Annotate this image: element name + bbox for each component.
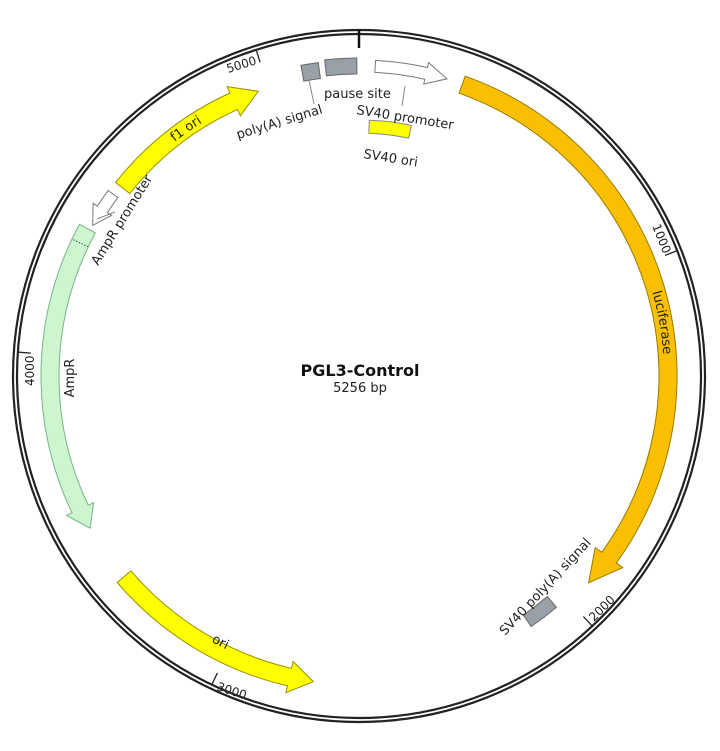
polyA-signal-label: poly(A) signal	[235, 102, 325, 142]
tick-5000	[255, 50, 261, 63]
pause-site-feature[interactable]	[324, 57, 358, 77]
tick-label-2000: 2000	[586, 593, 617, 624]
pause-site-label: pause site	[324, 87, 391, 102]
plasmid-length: 5256 bp	[333, 381, 387, 396]
plasmid-name: PGL3-Control	[300, 361, 420, 380]
ampr-promoter-leader-line	[96, 211, 116, 220]
tick-3000	[211, 672, 218, 685]
tick-1000	[664, 250, 677, 257]
sv40-polyA-signal-label: SV40 poly(A) signal	[497, 536, 595, 639]
ampr-feature[interactable]	[40, 223, 97, 529]
tick-label-1000: 1000	[649, 222, 673, 256]
tick-label-4000: 4000	[23, 355, 37, 386]
polyA-signal-feature[interactable]	[300, 62, 321, 82]
tick-4000	[18, 351, 31, 354]
f1-ori-feature[interactable]	[114, 85, 260, 195]
sv40-polyA-signal-feature[interactable]	[522, 595, 558, 628]
sv40-ori-feature[interactable]	[368, 119, 412, 139]
ori-label: ori	[209, 632, 231, 653]
ori-feature[interactable]	[116, 570, 315, 694]
tick-2000	[582, 616, 593, 626]
luciferase-feature[interactable]	[458, 75, 678, 584]
polyA-signal-leader-line	[308, 79, 315, 105]
sv40-ori-label: SV40 ori	[362, 147, 418, 170]
tick-label-5000: 5000	[225, 54, 258, 76]
ampr-promoter-feature[interactable]	[92, 189, 119, 227]
ampr-label: AmpR	[63, 359, 78, 398]
sv40-promoter-feature[interactable]	[374, 59, 449, 85]
sv40-promoter-leader-line	[401, 85, 406, 107]
